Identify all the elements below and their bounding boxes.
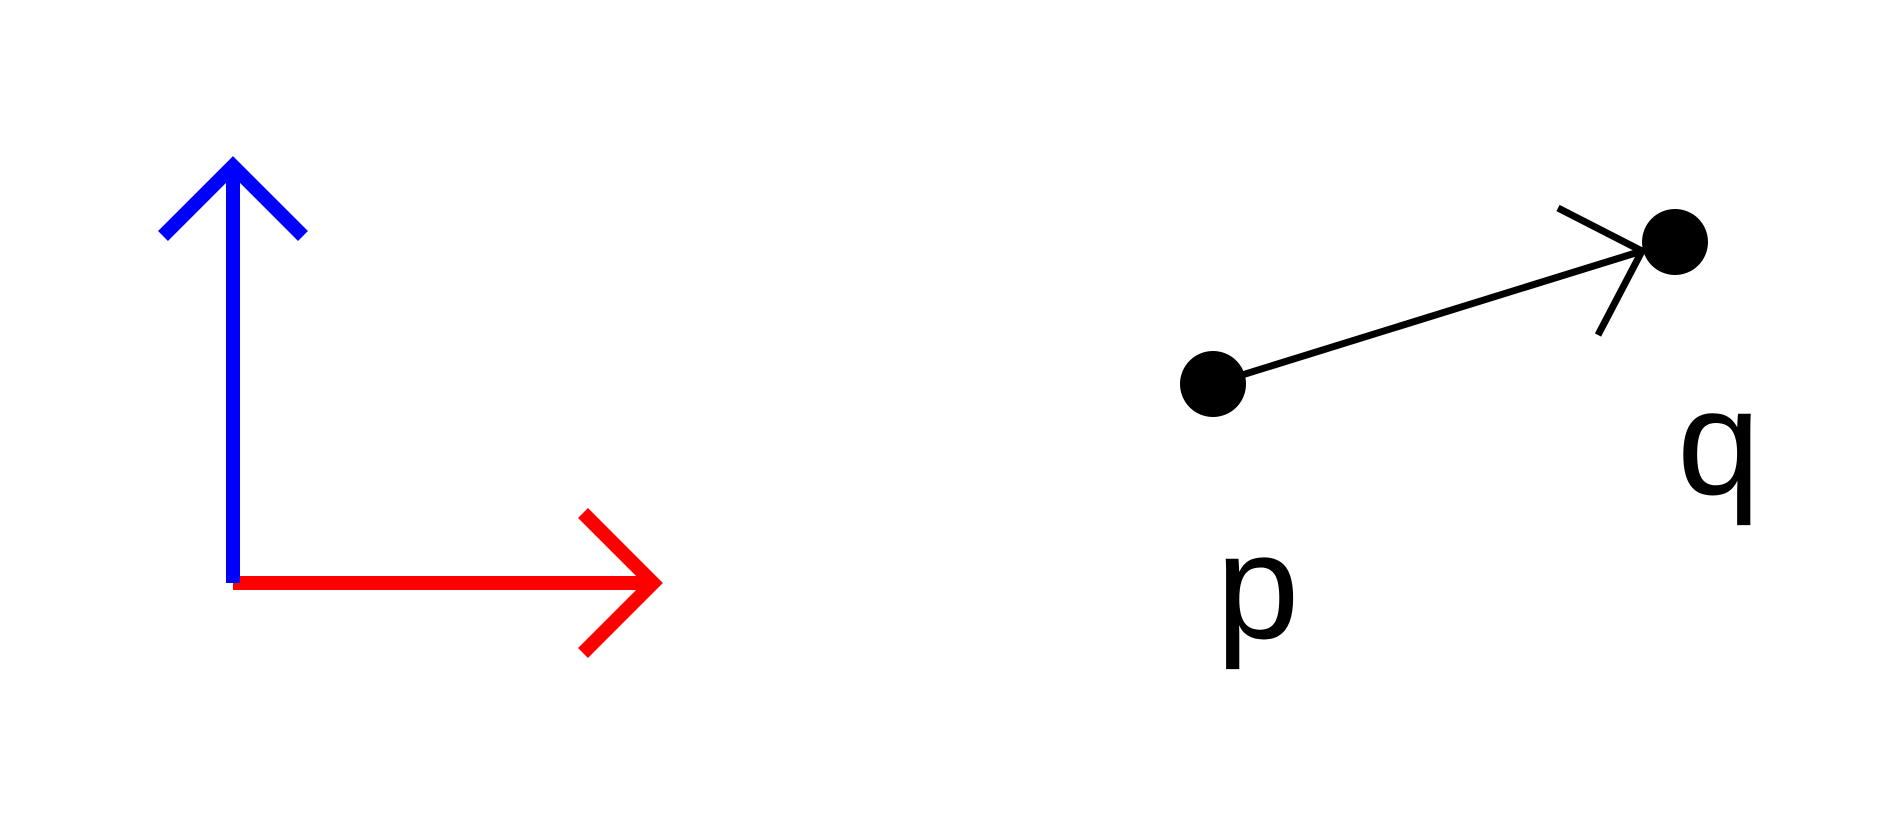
vector-p-to-q — [1211, 204, 1647, 388]
point-q: q — [1642, 209, 1760, 526]
vector-arrowhead — [1556, 204, 1647, 337]
x-axis-arrow — [233, 508, 663, 658]
point-p-label: p — [1216, 502, 1299, 670]
x-axis-arrowhead — [578, 508, 663, 658]
point-q-label: q — [1677, 358, 1760, 526]
point-p-marker — [1180, 351, 1246, 417]
point-q-marker — [1642, 209, 1708, 275]
y-axis-arrow — [158, 156, 308, 583]
point-p: p — [1180, 351, 1299, 670]
y-axis-arrowhead — [158, 156, 308, 241]
vector-shaft — [1211, 247, 1644, 388]
coordinate-frame — [158, 156, 663, 658]
